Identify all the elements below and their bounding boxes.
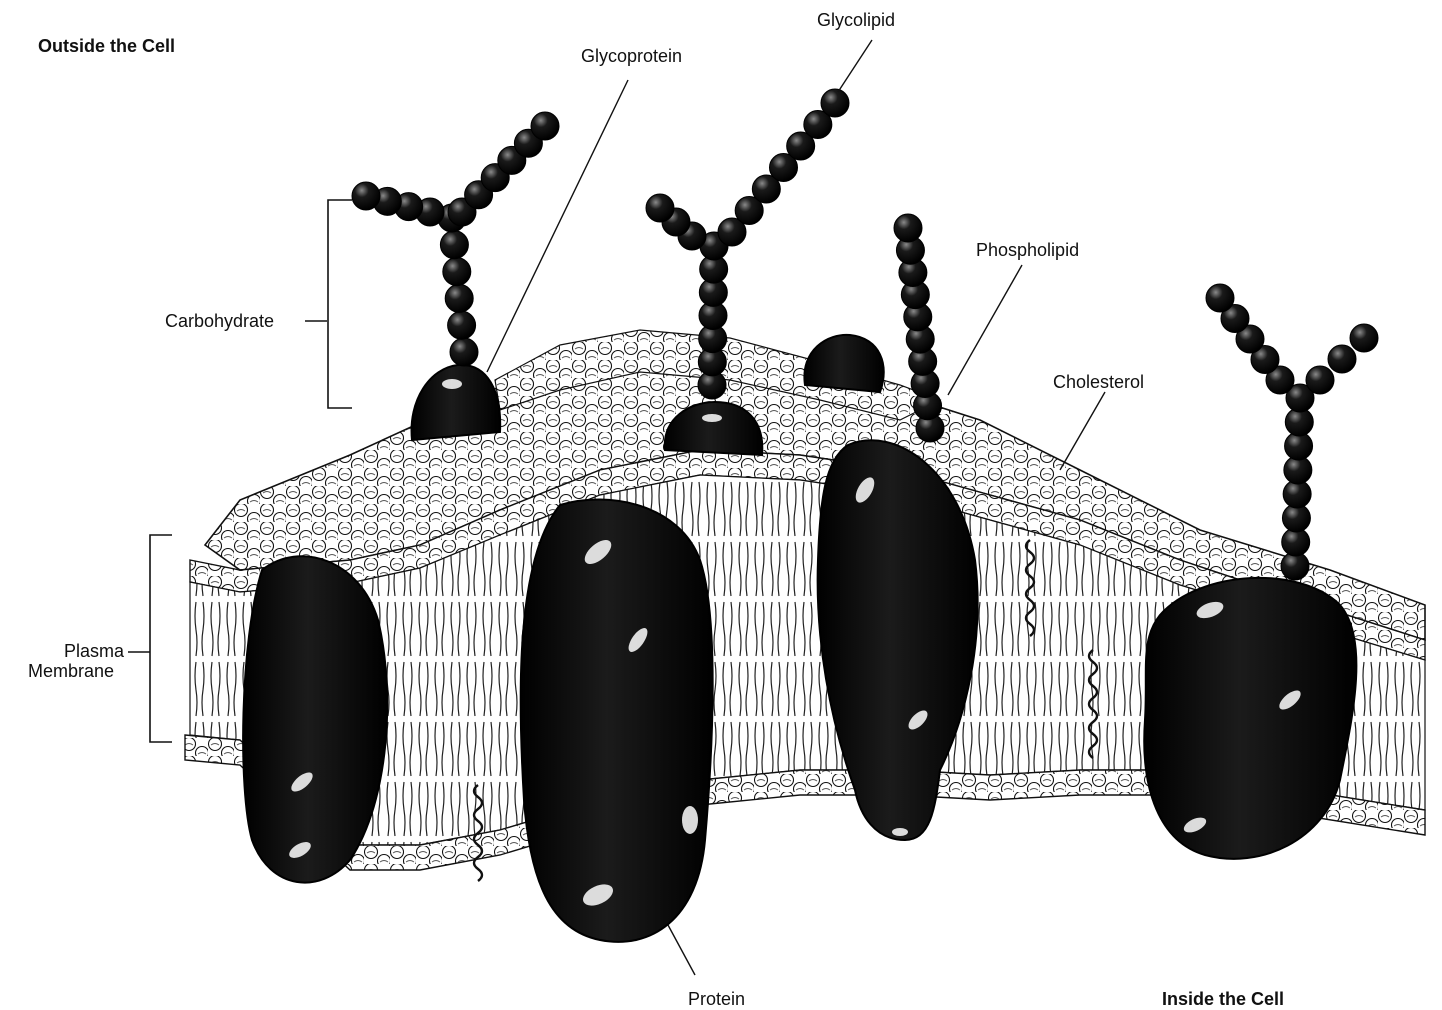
glycoprotein-label: Glycoprotein bbox=[581, 46, 682, 66]
sugar-bead bbox=[646, 194, 674, 222]
protein-highlight bbox=[892, 828, 908, 836]
sugar-bead bbox=[1328, 345, 1356, 373]
sugar-bead bbox=[894, 214, 922, 242]
glycoprotein-base-left bbox=[412, 365, 501, 440]
glycoprotein-chain-left bbox=[352, 112, 559, 366]
cholesterol-leader bbox=[1060, 392, 1105, 470]
protein-center bbox=[521, 500, 713, 942]
sugar-bead bbox=[1350, 324, 1378, 352]
phospholipid-leader bbox=[948, 265, 1022, 395]
cholesterol-label: Cholesterol bbox=[1053, 372, 1144, 392]
glycoprotein-chain-right bbox=[1206, 284, 1378, 580]
sugar-bead bbox=[440, 231, 468, 259]
glycolipid-label: Glycolipid bbox=[817, 10, 895, 30]
carbohydrate-label: Carbohydrate bbox=[165, 311, 274, 331]
phospholipid-label: Phospholipid bbox=[976, 240, 1079, 260]
sugar-bead bbox=[450, 338, 478, 366]
plasma-label: Plasma bbox=[64, 641, 125, 661]
sugar-bead bbox=[445, 284, 473, 312]
protein-rear-small bbox=[804, 335, 883, 392]
sugar-bead bbox=[448, 311, 476, 339]
sugar-bead bbox=[1206, 284, 1234, 312]
sugar-bead bbox=[821, 89, 849, 117]
protein-highlight bbox=[442, 379, 462, 389]
protein-label: Protein bbox=[688, 989, 745, 1009]
protein-highlight bbox=[682, 806, 698, 834]
plasma-membrane-bracket bbox=[150, 535, 172, 742]
glycolipid-leader bbox=[838, 40, 872, 92]
sugar-bead bbox=[531, 112, 559, 140]
sugar-bead bbox=[352, 182, 380, 210]
inside-cell-label: Inside the Cell bbox=[1162, 989, 1284, 1009]
protein-highlight bbox=[702, 414, 722, 422]
sugar-bead bbox=[1306, 366, 1334, 394]
protein-leader bbox=[668, 925, 695, 975]
membrane-label: Membrane bbox=[28, 661, 114, 681]
sugar-bead bbox=[443, 258, 471, 286]
outside-cell-label: Outside the Cell bbox=[38, 36, 175, 56]
carbohydrate-bracket bbox=[328, 200, 352, 408]
